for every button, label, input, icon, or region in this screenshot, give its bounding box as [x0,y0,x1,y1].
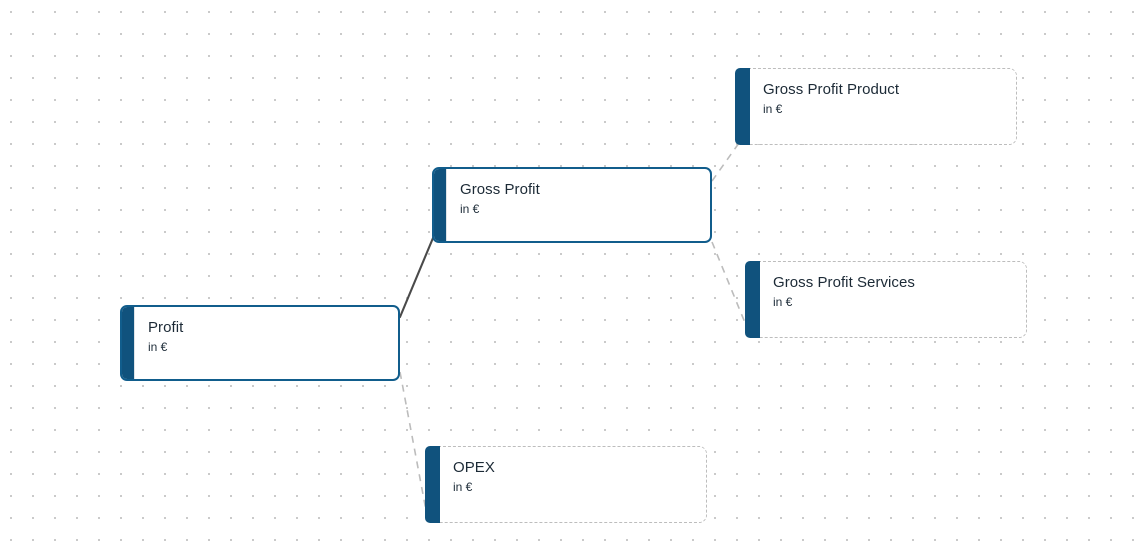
node-title: OPEX [453,459,495,476]
node-title: Gross Profit Services [773,274,915,291]
node-body: Gross Profit Services in € [760,262,1026,337]
node-subtitle: in € [763,102,783,116]
node-body: Profit in € [134,307,398,379]
edge-gross-profit-to-product [711,142,740,182]
edge-profit-to-opex [399,371,429,522]
edge-profit-to-gross-profit [398,236,435,319]
node-gross-profit-product[interactable]: Gross Profit Product in € [735,68,1017,145]
node-body: Gross Profit in € [446,169,710,241]
node-accent-bar [745,261,760,338]
node-profit[interactable]: Profit in € [120,305,400,381]
node-accent-bar [425,446,440,523]
node-accent-bar [434,169,446,241]
node-subtitle: in € [453,480,473,494]
node-subtitle: in € [148,340,168,354]
node-title: Gross Profit [460,181,540,198]
node-accent-bar [735,68,750,145]
node-opex[interactable]: OPEX in € [425,446,707,523]
node-accent-bar [122,307,134,379]
node-gross-profit[interactable]: Gross Profit in € [432,167,712,243]
node-subtitle: in € [773,295,793,309]
node-body: OPEX in € [440,447,706,522]
node-gross-profit-services[interactable]: Gross Profit Services in € [745,261,1027,338]
node-body: Gross Profit Product in € [750,69,1016,144]
node-title: Profit [148,319,184,336]
node-title: Gross Profit Product [763,81,900,98]
node-subtitle: in € [460,202,480,216]
